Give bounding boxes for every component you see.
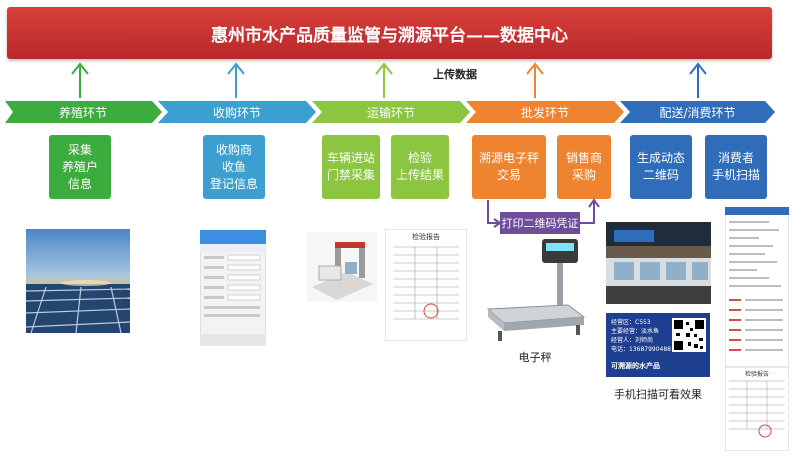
box-collect-farmer-info: 采集 养殖户 信息: [49, 135, 111, 199]
arrow-up-green: [71, 62, 89, 98]
inspection-report-document: [385, 229, 467, 341]
platform-title: 惠州市水产品质量监管与溯源平台——数据中心: [211, 25, 568, 46]
qrcode-info-card: 经营区：C553 主要经营：淡水鱼 经营人：刘师尚 电话：13687990488…: [606, 313, 710, 377]
scan-effect-caption: 手机扫描可看效果: [614, 388, 702, 401]
box-purchaser-register: 收购商 收鱼 登记信息: [203, 135, 265, 199]
inspection-report-title: 检验报告: [412, 233, 440, 241]
upload-arrows: [71, 62, 707, 98]
chevron-purchase: [158, 101, 316, 123]
mobile-report-document: [725, 367, 789, 451]
arrow-up-blue: [227, 62, 245, 98]
print-qrcode-voucher: 打印二维码凭证: [500, 212, 580, 234]
platform-title-bar: 惠州市水产品质量监管与溯源平台——数据中心: [7, 7, 772, 59]
stage-purchase-label: 收购环节: [212, 105, 261, 120]
electronic-scale-image: [486, 239, 586, 341]
chevron-distribution: [620, 101, 775, 123]
box-seller-purchase: 销售商 采购: [557, 135, 611, 199]
chevron-farming: [5, 101, 162, 123]
qr-card-footer: 可溯源的水产品: [611, 362, 660, 370]
mobile-report-title: 检验报告: [744, 371, 769, 378]
box-trace-scale-trade: 溯源电子秤 交易: [472, 135, 546, 199]
arrow-up-orange: [526, 62, 544, 98]
stage-transport-label: 运输环节: [366, 105, 415, 120]
fish-pond-photo: [26, 229, 130, 333]
box-inspection-upload: 检验 上传结果: [391, 135, 449, 199]
arrow-up-lightgreen: [375, 62, 393, 98]
qr-card-line4: 电话：13687990488: [611, 346, 671, 353]
stage-farming-label: 养殖环节: [58, 105, 107, 120]
box-consumer-scan: 消费者 手机扫描: [705, 135, 767, 199]
qr-code-icon: [672, 318, 706, 352]
stage-distribution-label: 配送/消费环节: [659, 105, 736, 120]
stage-wholesale-label: 批发环节: [520, 105, 569, 120]
qr-card-line3: 经营人：刘师尚: [611, 337, 654, 344]
scale-caption: 电子秤: [518, 351, 552, 364]
chevron-transport: [312, 101, 470, 123]
box-generate-qrcode: 生成动态 二维码: [630, 135, 692, 199]
vehicle-gate-scene: [307, 232, 377, 302]
qr-card-line1: 经营区：C553: [611, 319, 651, 326]
market-stall-photo: [606, 222, 711, 304]
arrow-up-navy: [689, 62, 707, 98]
stage-chevron-bar: [5, 101, 775, 123]
box-vehicle-gate: 车辆进站 门禁采集: [322, 135, 380, 199]
chevron-wholesale: [466, 101, 624, 123]
purchase-register-app-screenshot: [200, 230, 266, 346]
mobile-trace-page-screenshot: [725, 207, 789, 367]
upload-data-label: 上传数据: [433, 68, 477, 81]
qr-card-line2: 主要经营：淡水鱼: [611, 328, 660, 335]
